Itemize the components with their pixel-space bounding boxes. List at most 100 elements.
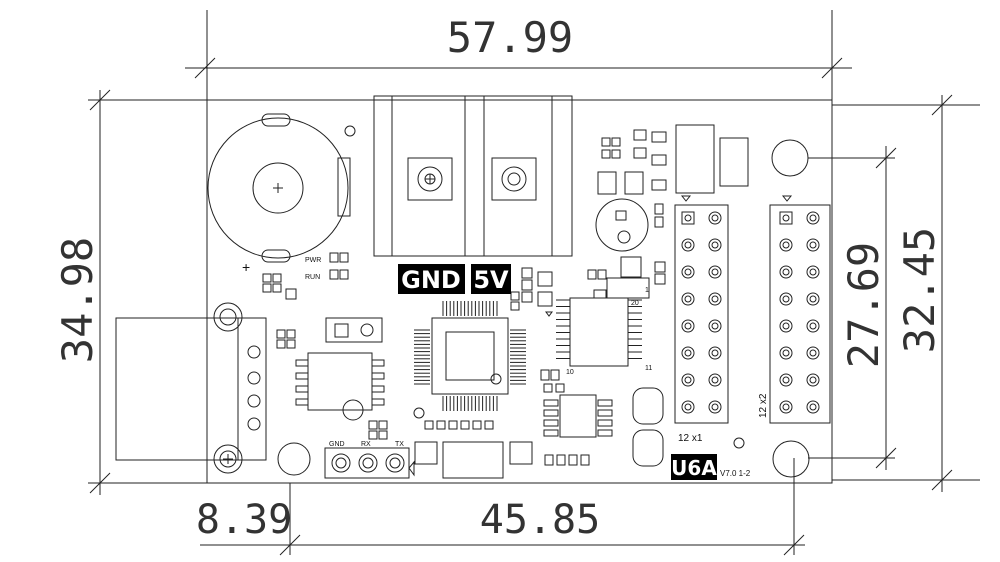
header-pin	[708, 400, 722, 414]
header-pin-hole	[782, 268, 790, 276]
header-pin-hole	[684, 241, 692, 249]
header-pin-hole	[809, 349, 817, 357]
mcu-chip	[431, 317, 509, 395]
dim-right-outer-height: 32.45	[895, 227, 944, 353]
header-pin-hole	[684, 214, 692, 222]
pin-gnd-label: GND	[329, 441, 345, 448]
soic-lead	[371, 398, 385, 406]
soic-lead	[295, 372, 309, 380]
header-pin	[681, 346, 695, 360]
chip-lead	[543, 399, 559, 407]
header-pin	[708, 238, 722, 252]
header-pin-hole	[684, 268, 692, 276]
header-pin-hole	[711, 349, 719, 357]
header-pin-hole	[809, 376, 817, 384]
header-pin	[779, 292, 793, 306]
pin1-label: 1	[645, 287, 649, 294]
header-pin-hole	[711, 268, 719, 276]
soic-lead	[295, 398, 309, 406]
header-pin	[681, 292, 695, 306]
header-pin-hole	[684, 322, 692, 330]
header-pin	[779, 373, 793, 387]
header-pin-hole	[684, 295, 692, 303]
soic-lead	[371, 359, 385, 367]
header-pin-hole	[809, 241, 817, 249]
header-pin	[806, 292, 820, 306]
uart-pin-hole	[389, 457, 401, 469]
header-pin	[708, 211, 722, 225]
chip-lead	[597, 399, 613, 407]
header-12x2	[769, 204, 831, 424]
header-pin	[681, 373, 695, 387]
header-pin-hole	[684, 403, 692, 411]
header-pin-hole	[711, 241, 719, 249]
battery-plus-label: +	[242, 259, 250, 275]
header-pin-hole	[684, 376, 692, 384]
pin-rx-label: RX	[361, 441, 371, 448]
header-pin-hole	[782, 322, 790, 330]
run-label: RUN	[305, 274, 320, 281]
header-pin	[779, 238, 793, 252]
jumper-pin	[360, 323, 374, 337]
gnd-tag	[398, 264, 465, 294]
soic-lead	[371, 385, 385, 393]
header-pin	[806, 265, 820, 279]
header-pin	[708, 265, 722, 279]
header-12x1-label: 12 x1	[678, 433, 703, 444]
chip-lead	[543, 409, 559, 417]
dim-bottom-left-offset: 8.39	[196, 497, 292, 543]
chip-lead	[543, 419, 559, 427]
header-pin	[708, 346, 722, 360]
header-pin	[681, 238, 695, 252]
board-outline	[206, 99, 833, 484]
header-pin-hole	[711, 322, 719, 330]
header-pin-hole	[809, 214, 817, 222]
model-label: U6A	[671, 456, 717, 480]
rj-connector	[115, 317, 267, 461]
gnd-label: GND	[401, 266, 461, 294]
header-pin-hole	[782, 403, 790, 411]
pin11-label: 11	[645, 365, 652, 372]
header-pin-hole	[782, 214, 790, 222]
uart-pin	[331, 453, 351, 473]
header-pin	[681, 319, 695, 333]
version-label: V7.0 1-2	[720, 469, 751, 478]
header-pin-hole	[711, 214, 719, 222]
soic-lead	[371, 372, 385, 380]
dim-bottom-span: 45.85	[480, 497, 600, 543]
dim-top-width: 57.99	[447, 13, 573, 62]
uart-pin	[385, 453, 405, 473]
pin10-label: 10	[566, 369, 574, 376]
header-pin	[779, 265, 793, 279]
header-pin-hole	[809, 295, 817, 303]
header-pin	[779, 400, 793, 414]
uart-header	[324, 447, 410, 479]
dim-left-height: 34.98	[53, 237, 102, 363]
header-pin-hole	[809, 403, 817, 411]
header-pin-hole	[684, 349, 692, 357]
header-pin-square	[779, 211, 793, 225]
uart-pin-hole	[335, 457, 347, 469]
header-12x2-label: 12 x2	[758, 393, 769, 418]
pwr-label: PWR	[305, 257, 321, 264]
header-pin	[681, 400, 695, 414]
uart-pin	[358, 453, 378, 473]
header-pin	[779, 319, 793, 333]
header-pin-hole	[711, 295, 719, 303]
header-pin	[708, 373, 722, 387]
header-pin	[806, 373, 820, 387]
header-pin-square	[681, 211, 695, 225]
header-pin	[681, 265, 695, 279]
chip-lead	[597, 409, 613, 417]
uart-pin-hole	[362, 457, 374, 469]
header-pin-hole	[782, 376, 790, 384]
5v-tag	[471, 264, 511, 294]
model-tag	[671, 454, 717, 480]
header-12x1	[674, 204, 729, 424]
header-pin	[806, 319, 820, 333]
pin-tx-label: TX	[395, 441, 404, 448]
chip-lead	[543, 429, 559, 437]
header-pin-hole	[782, 349, 790, 357]
header-pin-hole	[711, 403, 719, 411]
